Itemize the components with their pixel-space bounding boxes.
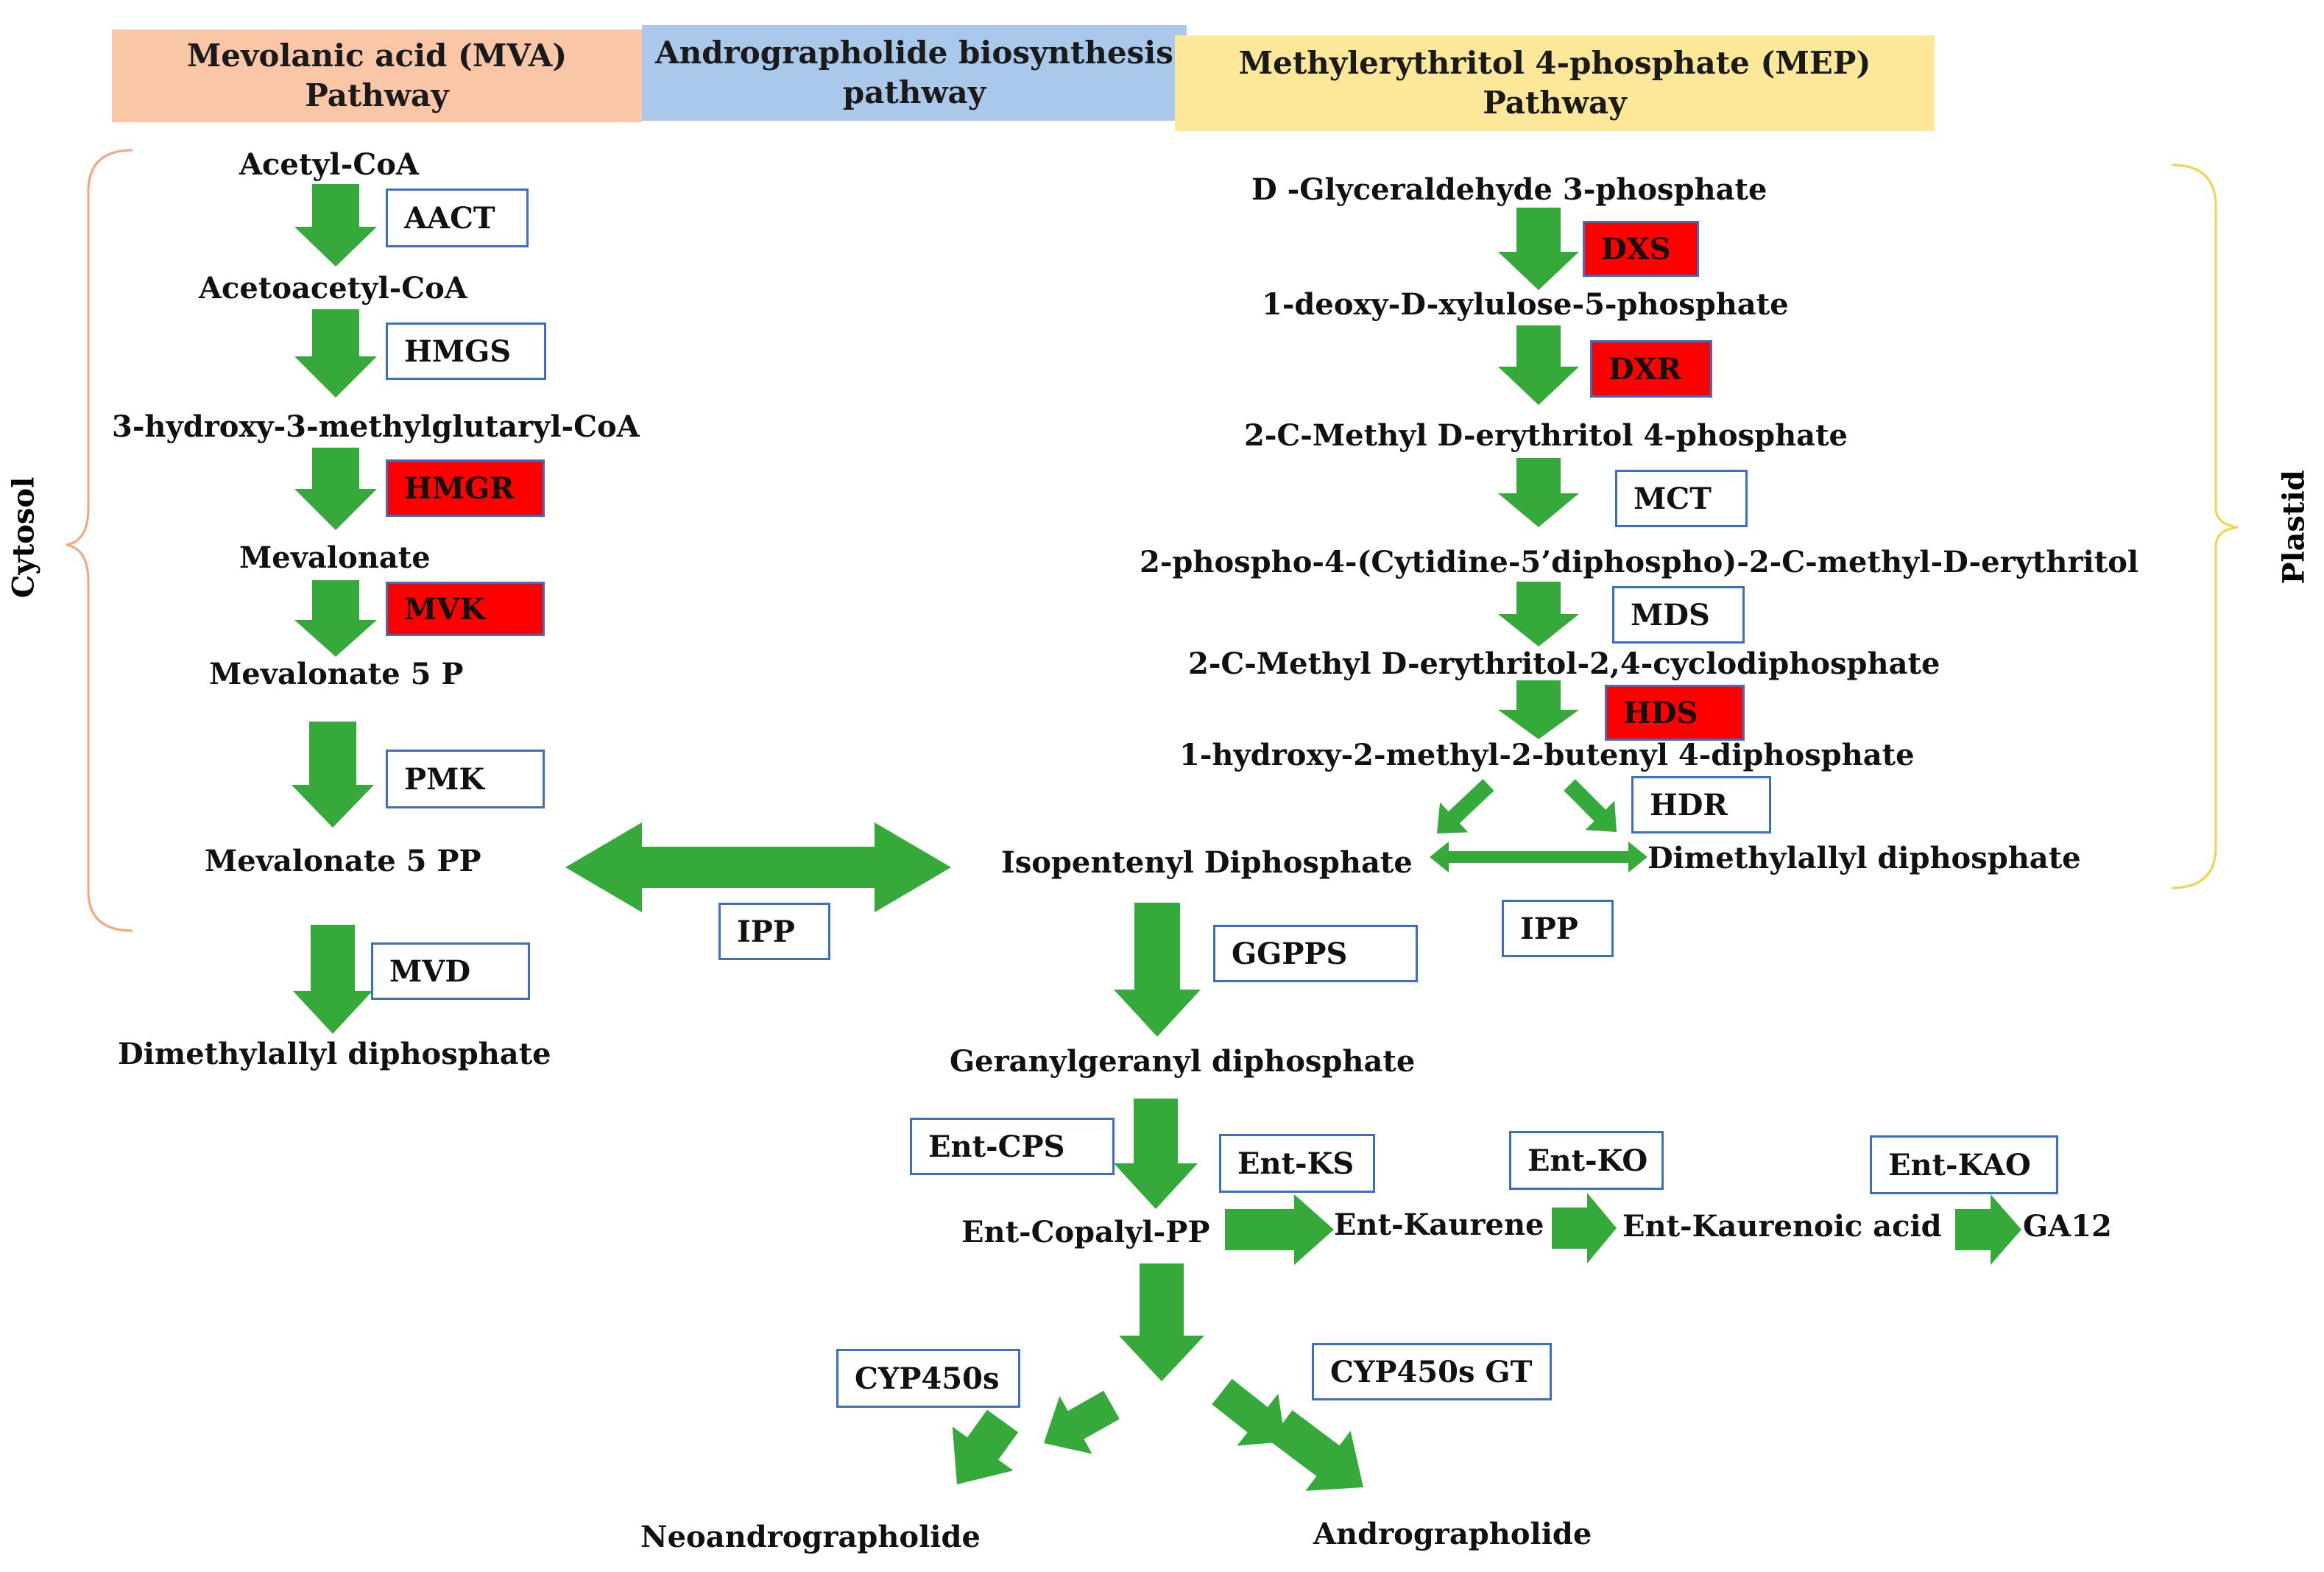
plastid-label: Plastid (2276, 470, 2311, 585)
arrows-layer (292, 184, 2021, 1491)
andro-header-line2: pathway (842, 74, 986, 110)
enzyme-dxs: DXS (1583, 221, 1699, 277)
mep-cdp-me: 2-phospho-4-(Cytidine-5’diphospho)-2-C-m… (1140, 545, 2139, 579)
arrow-aact (294, 184, 377, 267)
arrow-mvk (294, 580, 377, 657)
enzyme-ent-cps: Ent-CPS (910, 1118, 1115, 1175)
arrow-exchange-right (810, 822, 951, 912)
arrow-ent-ko (1552, 1193, 1617, 1263)
andrographolide: Andrographolide (1313, 1517, 1592, 1551)
mep-header-line2: Pathway (1483, 85, 1627, 121)
arrow-hdr-right (1564, 779, 1617, 832)
arrow-isomerase-right (1450, 842, 1647, 873)
mva-mevalonate: Mevalonate (239, 540, 431, 575)
arrow-hmgr (294, 448, 377, 530)
arrow-mvd (293, 925, 372, 1034)
enzyme-ent-ks: Ent-KS (1219, 1134, 1375, 1193)
mva-mevalonate-5p: Mevalonate 5 P (209, 657, 464, 691)
ent-copalyl-pp: Ent-Copalyl-PP (961, 1215, 1210, 1250)
arrow-hds (1498, 680, 1579, 739)
mep-dmapp: Dimethylallyl diphosphate (1647, 841, 2081, 875)
ent-kaurenoic-acid: Ent-Kaurenoic acid (1622, 1209, 1942, 1244)
enzyme-mct: MCT (1615, 470, 1748, 527)
arrow-dxr (1498, 325, 1579, 405)
mva-mevalonate-5pp: Mevalonate 5 PP (205, 844, 481, 878)
enzyme-hdr: HDR (1631, 776, 1771, 833)
enzyme-pmk: PMK (386, 750, 545, 808)
neoandrographolide: Neoandrographolide (640, 1520, 981, 1554)
isopentenyl-diphosphate: Isopentenyl Diphosphate (1001, 845, 1413, 880)
enzyme-dxr: DXR (1590, 340, 1712, 398)
mva-header: Mevolanic acid (MVA) Pathway (112, 29, 642, 122)
arrow-pmk (292, 722, 374, 828)
enzyme-mvd: MVD (371, 942, 530, 1000)
arrow-mds (1498, 582, 1579, 646)
enzyme-ipp-isomerase: IPP (1502, 900, 1614, 957)
mep-g3p: D -Glyceraldehyde 3-phosphate (1251, 172, 1767, 207)
arrow-ent-kao (1955, 1194, 2021, 1265)
enzyme-ggpps: GGPPS (1213, 925, 1418, 982)
cytosol-label: Cytosol (6, 476, 41, 599)
arrow-mct (1498, 458, 1579, 527)
enzyme-ent-kao: Ent-KAO (1870, 1135, 2058, 1194)
arrow-cyp450s-2 (952, 1409, 1019, 1484)
enzyme-hmgr: HMGR (386, 459, 545, 517)
enzyme-cyp450s-gt: CYP450s GT (1312, 1343, 1552, 1400)
ga12: GA12 (2023, 1209, 2112, 1244)
arrow-hmgs (294, 309, 377, 398)
mva-dmapp: Dimethylallyl diphosphate (118, 1037, 551, 1071)
mva-header-line1: Mevolanic acid (MVA) (186, 38, 568, 74)
arrow-exchange-left (565, 822, 810, 912)
mep-dxp: 1-deoxy-D-xylulose-5-phosphate (1262, 287, 1789, 322)
mva-header-line2: Pathway (305, 77, 449, 113)
mva-hmg-coa: 3-hydroxy-3-methylglutaryl-CoA (112, 409, 640, 444)
plastid-bracket (2171, 163, 2239, 889)
arrow-cyp450s-gt-1 (1212, 1378, 1285, 1446)
enzyme-mds: MDS (1612, 586, 1745, 644)
arrow-hdr-left (1437, 779, 1494, 833)
cytosol-bracket (66, 149, 133, 932)
arrow-ent-cpp-down (1119, 1263, 1204, 1381)
enzyme-hds: HDS (1605, 685, 1745, 741)
arrow-ent-ks (1225, 1194, 1334, 1265)
enzyme-ent-ko: Ent-KO (1509, 1131, 1664, 1190)
mep-header: Methylerythritol 4-phosphate (MEP) Pathw… (1175, 35, 1935, 131)
arrow-ent-cps (1114, 1099, 1198, 1209)
andro-header: Andrographolide biosynthesis pathway (642, 25, 1187, 121)
mep-header-line1: Methylerythritol 4-phosphate (MEP) (1238, 45, 1871, 81)
andro-header-line1: Andrographolide biosynthesis (655, 35, 1173, 71)
mep-mep: 2-C-Methyl D-erythritol 4-phosphate (1244, 418, 1848, 453)
mva-acetoacetyl-coa: Acetoacetyl-CoA (199, 271, 467, 306)
mep-hmbpp: 1-hydroxy-2-methyl-2-butenyl 4-diphospha… (1179, 738, 1915, 772)
enzyme-hmgs: HMGS (386, 322, 546, 380)
arrow-cyp450s-gt-2 (1269, 1410, 1363, 1491)
enzyme-aact: AACT (386, 188, 529, 247)
enzyme-cyp450s: CYP450s (836, 1349, 1020, 1408)
enzyme-mvk: MVK (386, 582, 545, 636)
mva-acetyl-coa: Acetyl-CoA (239, 147, 419, 182)
arrow-cyp450s-1 (1044, 1390, 1120, 1454)
ggpp: Geranylgeranyl diphosphate (950, 1044, 1416, 1079)
arrow-dxs (1498, 208, 1579, 290)
enzyme-ipp-transfer: IPP (718, 903, 830, 960)
ent-kaurene: Ent-Kaurene (1334, 1208, 1544, 1242)
mep-mecpp: 2-C-Methyl D-erythritol-2,4-cyclodiphosp… (1188, 646, 1940, 681)
arrow-ggpps (1114, 903, 1201, 1037)
